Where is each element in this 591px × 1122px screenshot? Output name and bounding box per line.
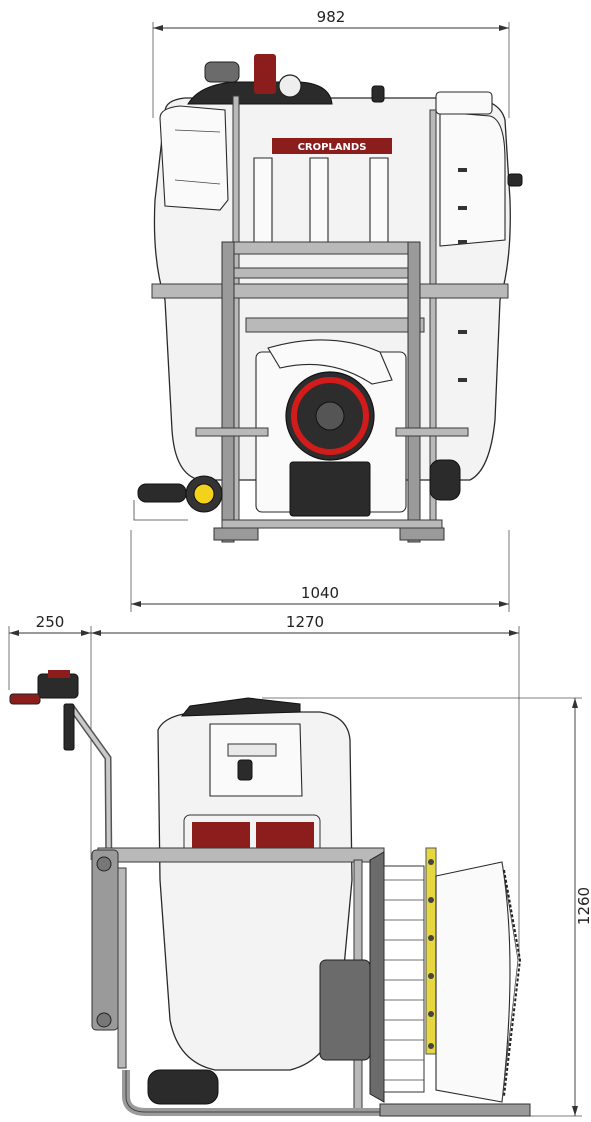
front-engine-cover [289,461,371,517]
front-base-rail-right [399,527,445,541]
side-top-dimensions: 250 1270 [8,613,520,960]
side-view [9,670,531,1117]
front-tank-right-panel [439,111,506,247]
side-control-lever-red [9,693,41,705]
side-tank-lid [180,697,301,717]
front-valve-red [254,54,276,94]
side-warning-label-left [192,822,250,852]
side-length-label: 1270 [286,613,324,631]
front-top-width-label: 982 [317,8,346,26]
front-view: CROPLANDS [133,54,523,543]
front-base-rail-left [213,527,259,541]
brand-label: CROPLANDS [298,142,367,153]
side-arm-offset-label: 250 [36,613,65,631]
fan-icon [383,865,425,1093]
fan-ring-red [291,377,369,455]
control-valve-icon [193,483,215,505]
side-height-label: 1260 [575,887,591,925]
pressure-gauge-icon [278,74,302,98]
side-fan-shroud [435,861,511,1103]
side-engine-block [319,959,371,1061]
front-side-fitting [507,173,523,187]
side-rear-bracket [91,849,119,1031]
front-bottom-width-label: 1040 [301,584,339,602]
side-warning-label-right [256,822,314,852]
front-valve-handle [204,61,240,83]
front-top-dimension: 982 [152,8,510,118]
front-cross-frame [151,283,509,299]
brand-label-plate [272,138,392,154]
front-filler-cap [435,91,493,115]
front-bottom-dimension: 1040 [130,530,510,612]
tank-level-marks [458,168,467,382]
side-pump [147,1069,219,1105]
side-fan-mount [369,851,385,1103]
side-top-frame [97,847,385,863]
front-tank-left-panel [159,105,229,211]
side-nozzle-bar [425,847,437,1055]
